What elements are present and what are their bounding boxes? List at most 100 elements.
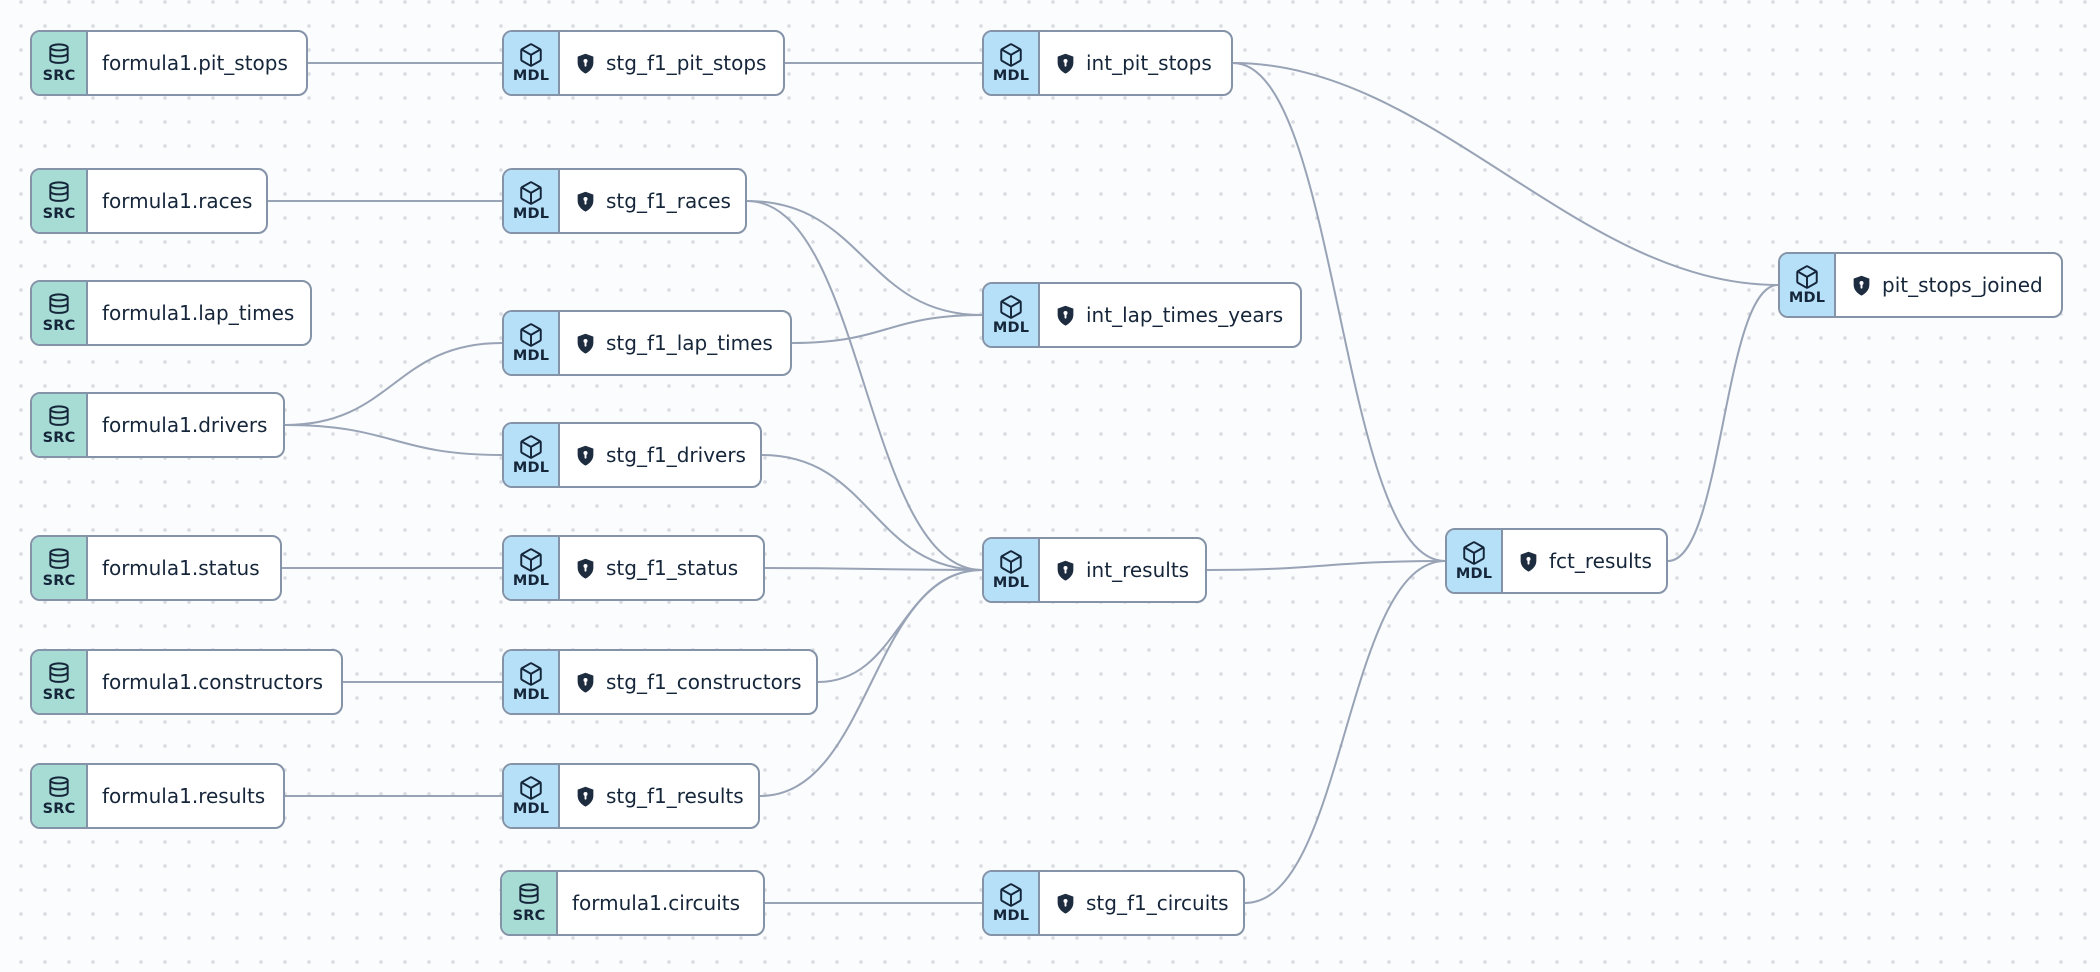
lineage-node-fct_results[interactable]: MDL fct_results [1445,528,1668,594]
node-kind-label: MDL [992,68,1030,85]
shield-lock-icon [574,444,597,467]
node-label: int_pit_stops [1086,51,1212,75]
edge-stg_f1_races--int_lap_times_years [746,200,983,316]
shield-lock-icon [574,190,597,213]
node-body: stg_f1_constructors [560,651,816,713]
database-icon [46,180,72,206]
node-body: int_pit_stops [1040,32,1231,94]
source-type-badge: SRC [32,394,88,456]
cube-icon [518,322,544,348]
edge-stg_f1_status--int_results [764,567,983,571]
node-kind-label: MDL [512,573,550,590]
model-type-badge: MDL [1780,254,1836,316]
lineage-node-stg_f1_status[interactable]: MDL stg_f1_status [502,535,765,601]
shield-lock-icon [574,52,597,75]
node-kind-label: MDL [512,68,550,85]
database-icon [46,547,72,573]
node-label: fct_results [1549,549,1652,573]
node-kind-label: MDL [1455,566,1493,583]
node-body: stg_f1_lap_times [560,312,790,374]
node-kind-label: MDL [512,348,550,365]
shield-lock-icon [1054,559,1077,582]
database-icon [46,775,72,801]
cube-icon [1794,264,1820,290]
shield-lock-icon [1850,274,1873,297]
source-type-badge: SRC [32,651,88,713]
node-label: stg_f1_status [606,556,739,580]
edge-stg_f1_lap_times--int_lap_times_years [791,314,983,344]
cube-icon [518,775,544,801]
node-body: formula1.results [88,765,283,827]
shield-lock-icon [1054,892,1077,915]
model-type-badge: MDL [984,32,1040,94]
shield-lock-icon [1054,304,1077,327]
model-type-badge: MDL [504,537,560,599]
cube-icon [518,180,544,206]
lineage-node-int_lap_times_years[interactable]: MDL int_lap_times_years [982,282,1302,348]
node-label: formula1.pit_stops [102,51,288,75]
node-kind-label: MDL [992,908,1030,925]
lineage-node-int_results[interactable]: MDL int_results [982,537,1207,603]
edge-stg_f1_races--int_results [746,200,983,571]
node-label: int_results [1086,558,1190,582]
lineage-node-formula1.races[interactable]: SRC formula1.races [30,168,268,234]
node-kind-label: SRC [42,206,76,223]
cube-icon [998,294,1024,320]
cube-icon [518,42,544,68]
node-label: formula1.constructors [102,670,323,694]
shield-lock-icon [574,785,597,808]
cube-icon [998,42,1024,68]
node-body: formula1.status [88,537,280,599]
database-icon [516,882,542,908]
lineage-node-int_pit_stops[interactable]: MDL int_pit_stops [982,30,1233,96]
lineage-node-stg_f1_lap_times[interactable]: MDL stg_f1_lap_times [502,310,792,376]
model-type-badge: MDL [504,765,560,827]
source-type-badge: SRC [32,170,88,232]
node-kind-label: SRC [42,801,76,818]
node-body: int_results [1040,539,1205,601]
node-label: formula1.races [102,189,253,213]
lineage-node-formula1.constructors[interactable]: SRC formula1.constructors [30,649,343,715]
edge-int_pit_stops--fct_results [1232,62,1446,562]
edge-formula1.drivers--stg_f1_drivers [284,424,503,456]
cube-icon [1461,540,1487,566]
source-type-badge: SRC [32,537,88,599]
lineage-node-formula1.results[interactable]: SRC formula1.results [30,763,285,829]
node-body: stg_f1_circuits [1040,872,1243,934]
lineage-node-stg_f1_circuits[interactable]: MDL stg_f1_circuits [982,870,1245,936]
lineage-node-formula1.status[interactable]: SRC formula1.status [30,535,282,601]
node-body: int_lap_times_years [1040,284,1300,346]
lineage-node-stg_f1_pit_stops[interactable]: MDL stg_f1_pit_stops [502,30,785,96]
node-kind-label: SRC [42,573,76,590]
node-label: formula1.lap_times [102,301,295,325]
database-icon [46,292,72,318]
node-body: stg_f1_drivers [560,424,760,486]
node-label: int_lap_times_years [1086,303,1284,327]
node-kind-label: MDL [512,801,550,818]
node-label: stg_f1_circuits [1086,891,1229,915]
node-body: formula1.pit_stops [88,32,306,94]
node-kind-label: SRC [42,318,76,335]
lineage-node-formula1.lap_times[interactable]: SRC formula1.lap_times [30,280,312,346]
model-type-badge: MDL [984,284,1040,346]
model-type-badge: MDL [504,424,560,486]
node-label: stg_f1_races [606,189,731,213]
node-label: formula1.results [102,784,266,808]
node-kind-label: SRC [42,430,76,447]
node-body: stg_f1_status [560,537,763,599]
node-kind-label: MDL [1788,290,1826,307]
database-icon [46,404,72,430]
database-icon [46,661,72,687]
node-kind-label: MDL [992,575,1030,592]
node-body: stg_f1_pit_stops [560,32,783,94]
